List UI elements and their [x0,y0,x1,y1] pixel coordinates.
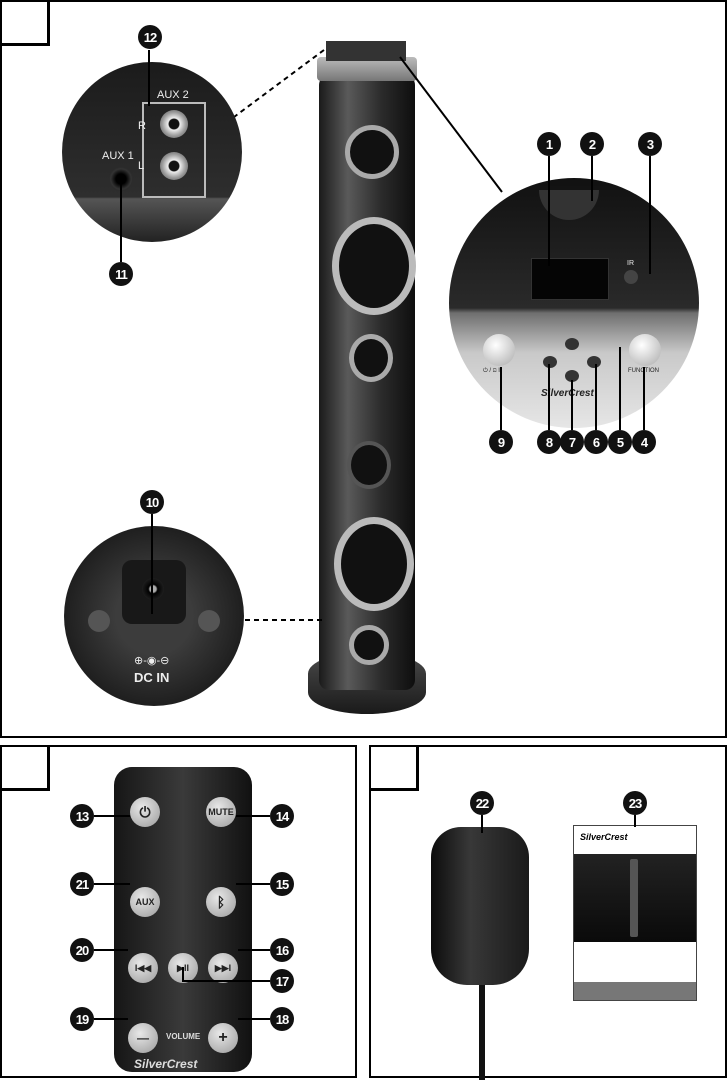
callout-4: 4 [632,430,656,454]
remote-prev-button: I◀◀ [128,953,158,983]
plus-icon: + [218,1029,228,1046]
callout-22: 22 [470,791,494,815]
remote-brand: SilverCrest [134,1057,198,1071]
callout-9: 9 [489,430,513,454]
dc-in-circle: ⊕-◉-⊖ DC IN [64,526,244,706]
remote-next-button: ▶▶I [208,953,238,983]
speaker-ring-1 [345,125,399,179]
nav-button-up [565,338,579,350]
aux-label: AUX [135,897,155,907]
figure-3-panel: SilverCrest 22 23 [369,745,727,1080]
callout-15: 15 [270,872,294,896]
lcd-display [531,258,609,300]
figure-1-panel: AUX 2 R L AUX 1 12 11 IR ⏻ / ⊡ II FUNCTI… [0,0,727,738]
next-icon: ▶▶I [214,962,232,973]
callout-23: 23 [623,791,647,815]
remote-bluetooth-button: ᛒ [206,887,236,917]
speaker-ring-5 [334,517,414,611]
function-button [629,334,661,366]
callout-16: 16 [270,938,294,962]
manual-tower-image [630,859,638,937]
minus-icon: — [137,1031,149,1045]
callout-10: 10 [140,490,164,514]
nav-button-left [543,356,557,368]
aux1-label: AUX 1 [102,150,134,162]
dc-in-label: DC IN [134,670,170,685]
ir-sensor [624,270,638,284]
callout-1: 1 [537,132,561,156]
callout-11: 11 [109,262,133,286]
figure-2-tab [0,745,50,791]
remote-mute-button: MUTE [206,797,236,827]
screw-left [88,610,110,632]
screw-right [198,610,220,632]
aux2-l-jack [160,152,188,180]
aux-r-label: R [138,120,146,132]
figure-3-tab [369,745,419,791]
speaker-ring-6 [349,625,389,665]
remote-control: ⏻ MUTE AUX ᛒ I◀◀ ▶II ▶▶I — VOLUME + Silv… [114,767,252,1072]
bluetooth-icon: ᛒ [216,894,226,910]
remote-volume-plus: + [208,1023,238,1053]
callout-3: 3 [638,132,662,156]
dc-polarity-icon: ⊕-◉-⊖ [134,655,170,667]
mute-label: MUTE [208,807,234,817]
callout-6: 6 [584,430,608,454]
power-adapter [431,827,529,985]
speaker-ring-2 [332,217,416,315]
callout-2: 2 [580,132,604,156]
speaker-ring-3 [349,334,393,382]
dc-socket [142,578,164,600]
callout-5: 5 [608,430,632,454]
callout-21: 21 [70,872,94,896]
control-panel-circle: IR ⏻ / ⊡ II FUNCTION SilverCrest [449,178,699,428]
callout-17: 17 [270,969,294,993]
figure-1-tab [0,0,50,46]
remote-power-button: ⏻ [130,797,160,827]
instruction-manual: SilverCrest [573,825,697,1001]
manual-brand: SilverCrest [580,832,628,842]
callout-8: 8 [537,430,561,454]
callout-12: 12 [138,25,162,49]
volume-label: VOLUME [166,1032,201,1041]
adapter-cable [479,985,485,1080]
manual-footer-bar [574,982,696,1000]
speaker-ring-4 [347,441,391,489]
remote-volume-minus: — [128,1023,158,1053]
ir-label: IR [627,260,634,267]
callout-18: 18 [270,1007,294,1031]
callout-20: 20 [70,938,94,962]
aux2-r-jack [160,110,188,138]
power-button [483,334,515,366]
figure-2-panel: ⏻ MUTE AUX ᛒ I◀◀ ▶II ▶▶I — VOLUME + Silv… [0,745,357,1078]
callout-13: 13 [70,804,94,828]
nav-button-down [565,370,579,382]
prev-icon: I◀◀ [134,962,152,973]
panel-brand: SilverCrest [541,388,594,399]
tower-speaker [302,37,432,727]
tower-top-display [326,41,406,61]
power-icon: ⏻ [139,803,151,820]
callout-7: 7 [560,430,584,454]
callout-19: 19 [70,1007,94,1031]
aux2-bracket [142,102,206,198]
aux2-label: AUX 2 [157,89,189,101]
power-button-label: ⏻ / ⊡ II [483,368,502,374]
callout-14: 14 [270,804,294,828]
aux-l-label: L [138,160,145,172]
remote-aux-button: AUX [130,887,160,917]
aux-detail-circle: AUX 2 R L AUX 1 [62,62,242,242]
nav-button-right [587,356,601,368]
